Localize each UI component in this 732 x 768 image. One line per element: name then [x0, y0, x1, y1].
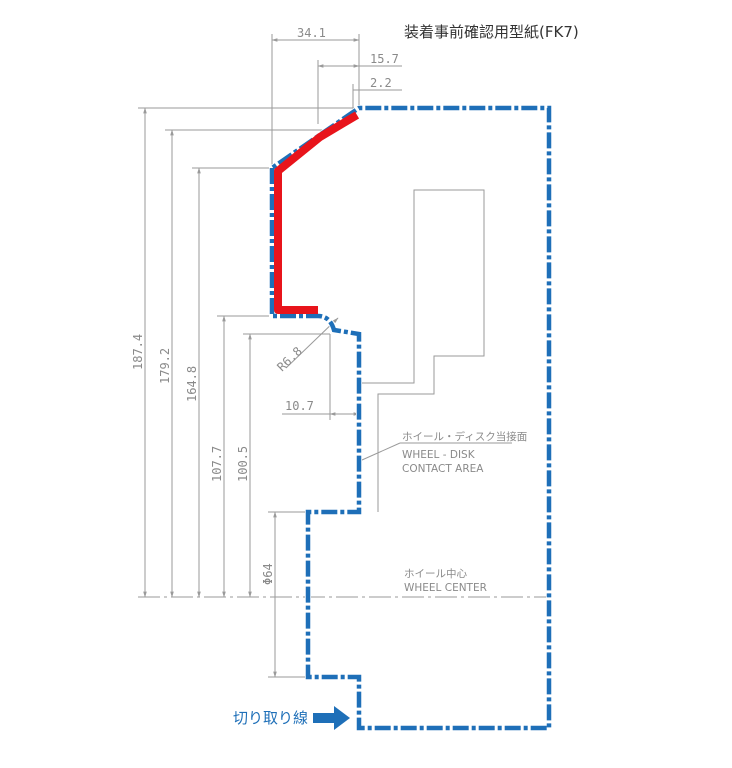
hub-outline — [358, 189, 485, 512]
dim-label-radius: R6.8 — [274, 344, 305, 374]
center-label-en: WHEEL CENTER — [404, 582, 487, 594]
dim-label-187: 187.4 — [131, 334, 145, 370]
dim-label-34: 34.1 — [297, 26, 326, 40]
dim-label-100: 100.5 — [236, 446, 250, 482]
dimension-width-34: 34.1 — [271, 26, 360, 165]
dim-label-164: 164.8 — [185, 366, 199, 402]
disk-label-jp: ホイール・ディスク当接面 — [402, 430, 527, 443]
center-label-jp: ホイール中心 — [404, 567, 467, 580]
disk-label-en2: CONTACT AREA — [402, 463, 484, 475]
dimension-width-15: 15.7 — [317, 52, 402, 124]
radius-leader: R6.8 — [274, 317, 339, 374]
dim-label-phi64: Φ64 — [261, 563, 275, 585]
dim-label-107: 107.7 — [210, 446, 224, 482]
height-dimensions: 187.4 179.2 164.8 107.7 100.5 — [131, 107, 356, 598]
arrow-right-icon — [313, 706, 350, 730]
dimension-width-2: 2.2 — [352, 76, 402, 112]
disk-label-en1: WHEEL - DISK — [402, 449, 476, 461]
disk-contact-note: ホイール・ディスク当接面 WHEEL - DISK CONTACT AREA — [361, 430, 527, 475]
rim-profile — [274, 111, 360, 314]
cut-line — [269, 105, 552, 731]
dimension-width-10: 10.7 — [282, 334, 360, 420]
cut-line-label-group: 切り取り線 — [233, 706, 350, 730]
dim-label-15: 15.7 — [370, 52, 399, 66]
page-title: 装着事前確認用型紙(FK7) — [404, 23, 579, 41]
wheel-center-line: ホイール中心 WHEEL CENTER — [138, 567, 548, 598]
dim-label-10: 10.7 — [285, 399, 314, 413]
dim-label-2: 2.2 — [370, 76, 392, 90]
dimension-diameter: Φ64 — [261, 511, 308, 678]
dim-label-179: 179.2 — [158, 348, 172, 384]
cut-line-label: 切り取り線 — [233, 709, 308, 727]
